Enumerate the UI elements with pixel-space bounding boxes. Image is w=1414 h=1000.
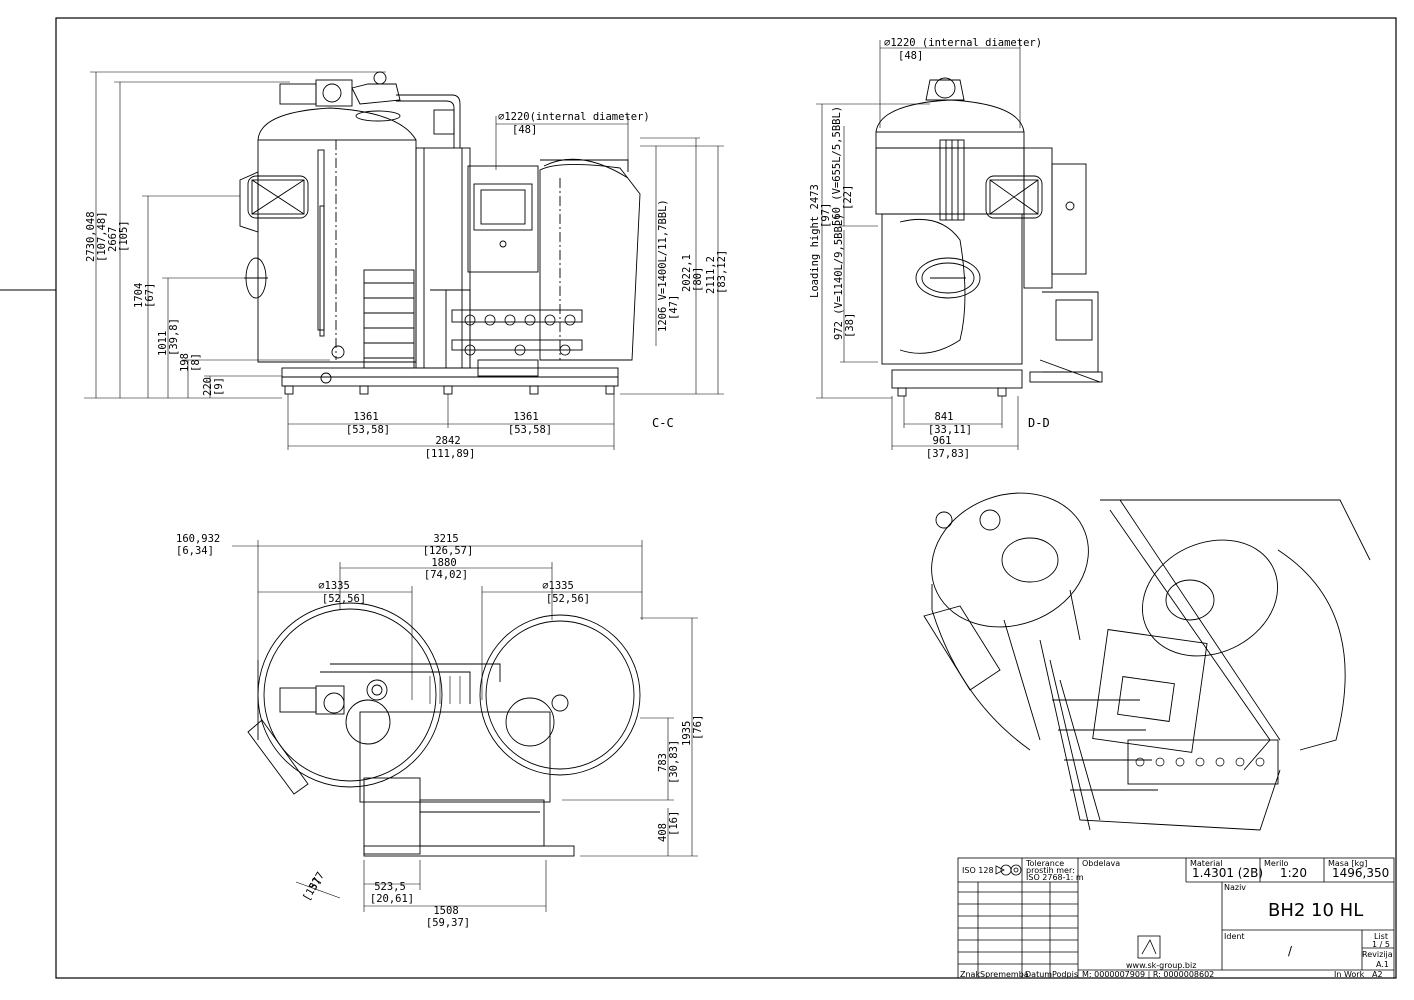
- tb-material-label: Material: [1190, 859, 1223, 868]
- dim-width-1361-a-in: [53,58]: [345, 424, 391, 436]
- tb-list-label: List: [1374, 932, 1388, 941]
- tb-col-datum: Datum: [1025, 970, 1053, 979]
- tb-ident-label: Ident: [1224, 932, 1245, 941]
- dim-width-523: 523,5: [374, 881, 406, 893]
- view-label-cc: C-C: [652, 416, 674, 430]
- dim-depth-1935-in: [76]: [692, 714, 704, 740]
- cc-diameter-label-in: [48]: [512, 124, 538, 136]
- tb-web: www.sk-group.biz: [1126, 961, 1197, 970]
- tb-mid: M: 0000007909 | R: 0000008602: [1082, 970, 1215, 979]
- dd-volume-560-in: [22]: [842, 184, 854, 210]
- dim-width-2842-in: [111,89]: [424, 448, 476, 460]
- dim-width-1361-b-in: [53,58]: [507, 424, 553, 436]
- view-label-dd: D-D: [1028, 416, 1050, 430]
- tb-col-sprememba: Sprememba: [980, 970, 1029, 979]
- tb-revizija: A.1: [1376, 960, 1389, 969]
- dim-width-3215: 3215: [433, 533, 459, 545]
- tb-title: BH2 10 HL: [1268, 900, 1364, 921]
- dd-diameter-label-in: [48]: [898, 50, 924, 62]
- view-cc: [239, 71, 641, 395]
- dim-width-1880: 1880: [431, 557, 457, 569]
- dim-height-220-in: [9]: [213, 377, 225, 396]
- tb-merilo: 1:20: [1280, 866, 1307, 880]
- dim-width-1880-in: [74,02]: [423, 569, 469, 581]
- dd-diameter-label: ∅1220 (internal diameter): [884, 37, 1043, 49]
- dim-dia-1335-b: ∅1335: [542, 580, 574, 592]
- dim-width-523-in: [20,61]: [369, 893, 415, 905]
- cc-diameter-label: ∅1220(internal diameter): [498, 111, 650, 123]
- dim-depth-783-in: [30,83]: [668, 739, 680, 784]
- dd-dimensions: [816, 40, 1021, 450]
- tb-material: 1.4301 (2B): [1192, 866, 1264, 880]
- dim-height-2667-in: [105]: [118, 220, 130, 252]
- dd-loading-height: Loading hight 2473: [809, 184, 821, 298]
- tb-status: In Work: [1334, 970, 1365, 979]
- dim-height-1011-in: [39,8]: [168, 318, 180, 356]
- tb-revizija-label: Revizija: [1362, 950, 1393, 959]
- tb-tolerance-3: ISO 2768-1: m: [1026, 873, 1084, 882]
- dim-width-961-in: [37,83]: [925, 448, 971, 460]
- dim-height-1704-in: [67]: [144, 282, 156, 308]
- dim-width-2842: 2842: [435, 435, 461, 447]
- dim-width-841: 841: [934, 411, 954, 423]
- tb-masa: 1496,350: [1332, 866, 1390, 880]
- dim-width-1361-a: 1361: [353, 411, 379, 423]
- dim-width-841-in: [33,11]: [927, 424, 973, 436]
- tb-tolerance-2: prostih mer:: [1026, 866, 1075, 875]
- tb-obdelava-label: Obdelava: [1082, 859, 1121, 868]
- view-top: [247, 602, 641, 857]
- cc-dimensions: [84, 71, 724, 450]
- tb-col-znak: Znak: [960, 970, 981, 979]
- view-dd: [875, 77, 1103, 397]
- tb-masa-label: Masa [kg]: [1328, 859, 1368, 868]
- tb-merilo-label: Merilo: [1264, 859, 1289, 868]
- dim-dia-1335-b-in: [52,56]: [545, 593, 591, 605]
- dim-width-1508: 1508: [433, 905, 459, 917]
- dim-offset-160: 160,932: [176, 533, 221, 545]
- dim-offset-160-in: [6,34]: [176, 545, 214, 557]
- tb-ident: /: [1288, 944, 1293, 958]
- tb-tolerance-1: Tolerance: [1026, 859, 1065, 868]
- tb-col-podpis: Podpis: [1052, 970, 1078, 979]
- tb-format: A2: [1372, 970, 1383, 979]
- dim-width-3215-in: [126,57]: [422, 545, 474, 557]
- dim-width-1361-b: 1361: [513, 411, 539, 423]
- dim-width-1508-in: [59,37]: [425, 917, 471, 929]
- dim-width-961: 961: [932, 435, 952, 447]
- dim-height-2022-in: [80]: [692, 266, 704, 292]
- cc-volume-label-in: [47]: [668, 294, 680, 320]
- dim-height-198-in: [8]: [190, 353, 202, 372]
- dim-dia-1335-a: ∅1335: [318, 580, 350, 592]
- top-dimensions: [232, 540, 698, 912]
- title-block-lines: [957, 857, 1395, 979]
- tb-list: 1 / 5: [1372, 940, 1390, 949]
- dim-dia-1335-a-in: [52,56]: [321, 593, 367, 605]
- tb-iso: ISO 128: [962, 866, 994, 875]
- dim-depth-408-in: [16]: [668, 810, 680, 836]
- view-iso: [923, 492, 1371, 831]
- dim-height-2111-in: [83,12]: [716, 249, 728, 294]
- dd-volume-972-in: [38]: [844, 312, 856, 338]
- tb-naziv-label: Naziv: [1224, 883, 1247, 892]
